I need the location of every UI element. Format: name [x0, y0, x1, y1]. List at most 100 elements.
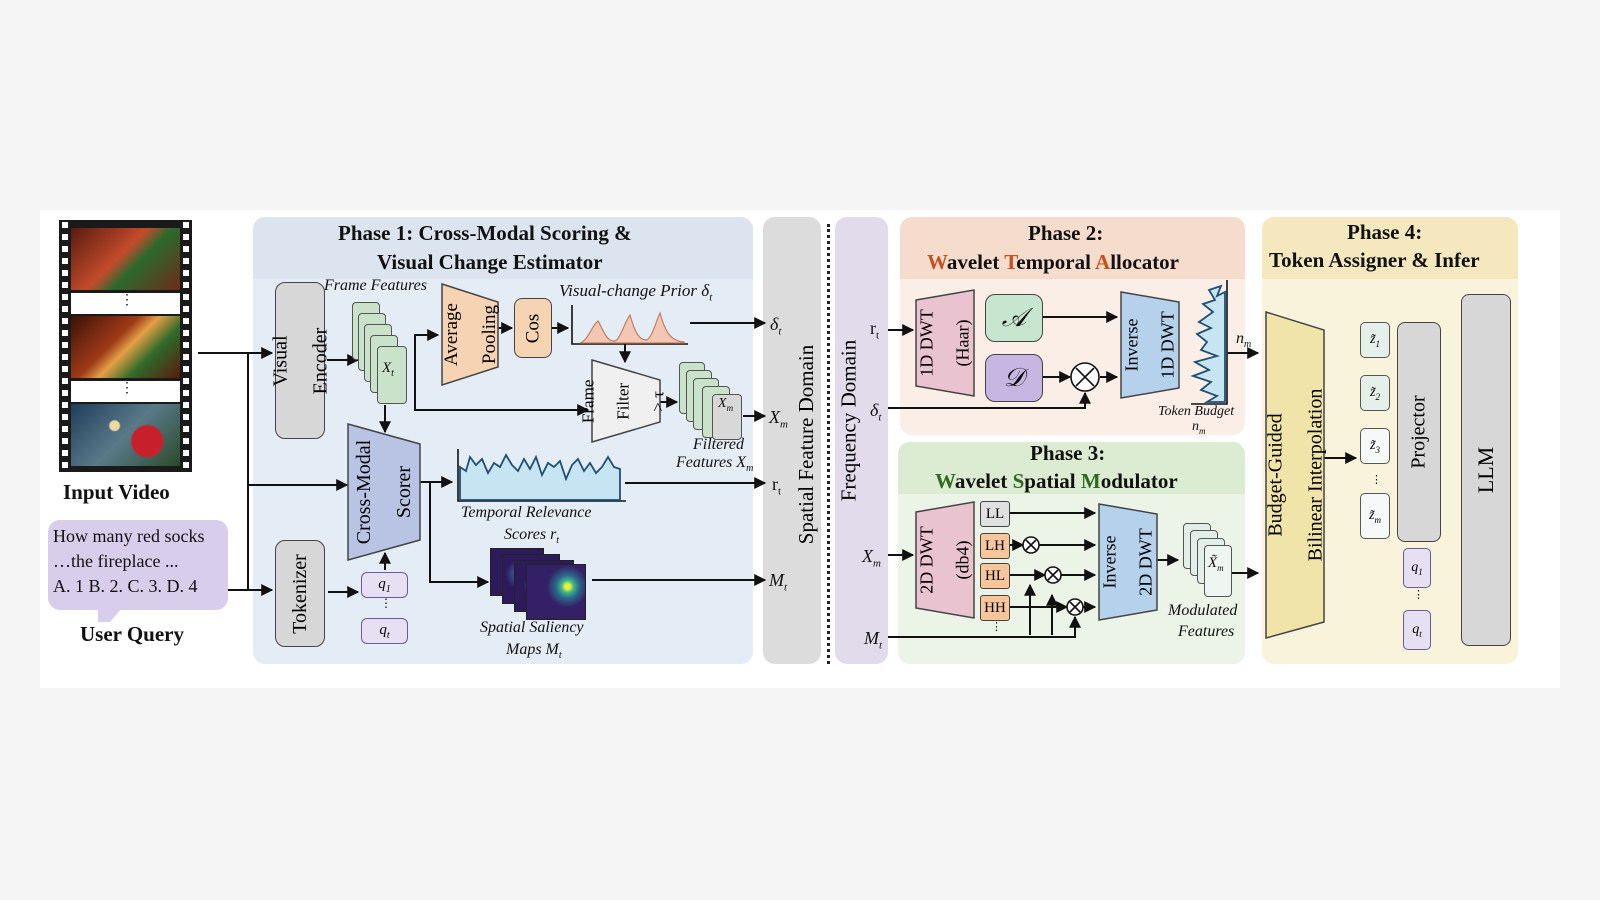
- filtered-features-line2: Features Xm: [676, 454, 754, 475]
- in-m: Mt: [864, 628, 883, 652]
- phase2-header: [900, 217, 1245, 279]
- z-token-m: z̃m: [1360, 493, 1390, 539]
- title-part: avelet: [954, 469, 1013, 493]
- temporal-relevance-line1: Temporal Relevance: [461, 504, 592, 521]
- cross-modal-scorer-shape: [347, 423, 421, 561]
- title-part: W: [927, 250, 947, 274]
- title-part: odulator: [1100, 469, 1178, 493]
- tokenizer-box: Tokenizer: [275, 540, 325, 647]
- projector-label: Projector: [1408, 395, 1430, 469]
- spatial-domain-band: [763, 217, 821, 664]
- average-pooling-shape: [441, 282, 499, 387]
- inverse-1d-shape: [1120, 291, 1180, 399]
- spatial-feature-domain-label: Spatial Feature Domain: [794, 344, 819, 544]
- modulated-line2: Features: [1178, 623, 1235, 640]
- film-gap-1: [71, 293, 180, 314]
- dwt-1d-label: 1D DWT(Haar): [917, 309, 974, 377]
- visual-encoder-line2: Encoder: [309, 327, 332, 394]
- detail-coeff-label: 𝒟: [1003, 362, 1025, 392]
- query-line-2: …the fireplace ...: [53, 551, 179, 571]
- visual-change-prior-plot: [571, 305, 688, 345]
- query-bubble-tail: [98, 608, 122, 622]
- filtered-xm: Xm: [718, 396, 734, 413]
- frequency-domain-band: [835, 217, 888, 664]
- cos-label: Cos: [522, 313, 544, 343]
- title-part: emporal: [1016, 250, 1096, 274]
- spatial-saliency-line2: Maps Mt: [506, 641, 562, 662]
- user-query-label: User Query: [80, 622, 185, 646]
- token-budget-plot: [1190, 280, 1228, 405]
- title-part: patial: [1024, 469, 1081, 493]
- out-r: rt: [772, 474, 782, 498]
- phase2-title-line2: Wavelet Temporal Allocator: [927, 250, 1179, 275]
- p4-q1-token: q1: [1403, 548, 1431, 588]
- q-dots: ⋮: [380, 596, 392, 610]
- filtered-card-5: [712, 394, 742, 440]
- approx-coeff-box: 𝒜: [985, 294, 1043, 342]
- spatial-saliency-line1: Spatial Saliency: [480, 619, 584, 636]
- token-budget-label: Token Budget: [1158, 404, 1235, 419]
- frame-filter-shape: [591, 358, 661, 444]
- out-delta: δt: [770, 314, 782, 338]
- approx-coeff-label: 𝒜: [1001, 302, 1027, 332]
- query-line-3: A. 1 B. 2. C. 3. D. 4: [53, 576, 198, 596]
- phase3-title-line2: Wavelet Spatial Modulator: [935, 469, 1178, 494]
- film-holes-left: [62, 222, 68, 468]
- band-ll: LL: [980, 501, 1010, 527]
- z-dots: ⋮: [1371, 474, 1382, 486]
- frequency-domain-label: Frequency Domain: [836, 339, 861, 501]
- title-part: llocator: [1110, 250, 1180, 274]
- temporal-relevance-plot: [457, 449, 626, 502]
- phase1-title-line1: Phase 1: Cross-Modal Scoring &: [338, 221, 632, 245]
- in-xm: Xm: [862, 546, 881, 570]
- in-delta: δt: [870, 400, 882, 424]
- llm-box: LLM: [1461, 294, 1511, 646]
- film-dots-2: ⋮: [120, 381, 134, 396]
- film-dots-1: ⋮: [120, 293, 134, 308]
- phase4-title-line1: Phase 4:: [1347, 220, 1423, 244]
- film-frame-2: [71, 316, 180, 378]
- z-token-2: z̃2: [1360, 375, 1390, 411]
- interp-shape: [1265, 310, 1325, 639]
- phase2-title-line1: Phase 2:: [1028, 221, 1104, 245]
- xt-label: Xt: [382, 360, 394, 379]
- title-part: T: [1004, 250, 1017, 274]
- connection-wires: [198, 311, 1358, 638]
- query-bubble: [48, 520, 228, 610]
- input-video-label: Input Video: [63, 480, 170, 504]
- temporal-relevance-line2: Scores rt: [504, 526, 560, 547]
- detail-coeff-box: 𝒟: [985, 354, 1043, 402]
- projector-box: Projector: [1397, 322, 1441, 542]
- in-r: rt: [870, 318, 880, 342]
- band-dots: ⋮: [991, 621, 1002, 633]
- filtered-features-line1: Filtered: [693, 436, 744, 453]
- visual-change-prior-label: Visual-change Prior δt: [559, 281, 713, 304]
- token-budget-n: nm: [1192, 419, 1206, 436]
- phase4-header: [1262, 217, 1518, 279]
- phase3-title-line1: Phase 3:: [1030, 441, 1106, 465]
- qt-token: qt: [361, 618, 408, 644]
- film-frame-1: [71, 228, 180, 290]
- dwt-1d-shape: [915, 289, 975, 397]
- modulated-line1: Modulated: [1168, 602, 1238, 619]
- modulated-card-4: [1204, 545, 1232, 597]
- title-part: A: [1095, 250, 1111, 274]
- out-m: Mt: [769, 570, 788, 594]
- title-part: S: [1012, 469, 1025, 493]
- phase3-header: [898, 442, 1245, 494]
- tokenizer-label: Tokenizer: [289, 553, 312, 634]
- q1-token: q1: [361, 572, 408, 598]
- out-xm: Xm: [769, 407, 788, 431]
- modulated-xm: X̃m: [1208, 555, 1224, 573]
- saliency-map-4: [526, 564, 586, 620]
- z-token-1: z̃1: [1360, 322, 1390, 358]
- visual-encoder-box: Visual Encoder: [269, 282, 331, 439]
- phase1-title-line2: Visual Change Estimator: [377, 250, 603, 274]
- cos-box: Cos: [514, 298, 552, 358]
- visual-encoder-line1: Visual: [269, 334, 292, 387]
